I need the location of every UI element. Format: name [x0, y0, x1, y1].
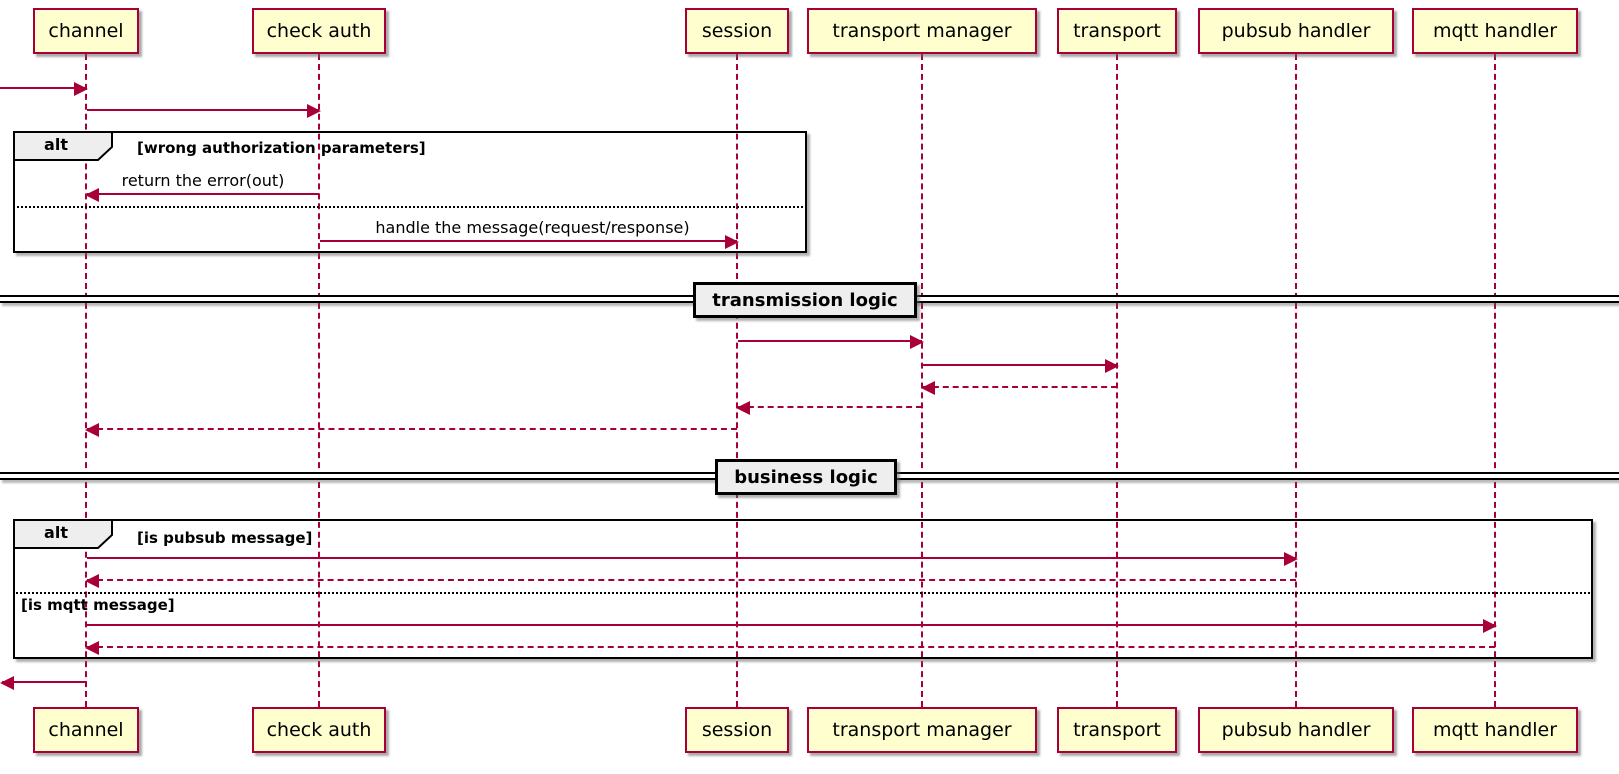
participant-top-transport-manager: transport manager: [807, 8, 1037, 54]
lifeline-session: [736, 54, 738, 707]
participant-top-channel: channel: [33, 8, 139, 54]
alt-condition-is-pubsub: [is pubsub message]: [137, 529, 313, 547]
message-arrow-transport-manager-return: [736, 401, 922, 415]
message-arrow-channel-to-pubsub-handler: [87, 552, 1298, 566]
alt-keyword: alt: [44, 523, 68, 542]
alt-frame-authorization: alt [wrong authorization parameters]: [13, 131, 807, 253]
message-arrow-channel-to-mqtt-handler: [87, 619, 1497, 633]
message-arrow-channel-to-external: [0, 676, 86, 690]
divider-business-logic: business logic: [715, 459, 897, 495]
message-arrow-transport-manager-to-transport: [923, 359, 1119, 373]
participant-bottom-channel: channel: [33, 707, 139, 753]
participant-top-mqtt-handler: mqtt handler: [1412, 8, 1578, 54]
lifeline-transport: [1116, 54, 1118, 707]
message-arrow-session-return: [85, 423, 737, 437]
pentagon-shape-icon: [13, 519, 113, 549]
participant-top-transport: transport: [1057, 8, 1177, 54]
message-label-return-error: return the error(out): [121, 171, 285, 190]
alt-frame-2-pentagon: alt: [13, 519, 113, 549]
participant-top-session: session: [685, 8, 789, 54]
message-arrow-check-auth-to-session: [320, 235, 739, 249]
lifeline-channel: [85, 54, 87, 707]
alt-else-separator: [13, 592, 1593, 594]
participant-bottom-mqtt-handler: mqtt handler: [1412, 707, 1578, 753]
message-arrow-channel-to-check-auth: [87, 104, 321, 118]
message-label-handle-message: handle the message(request/response): [375, 218, 690, 237]
participant-bottom-transport-manager: transport manager: [807, 707, 1037, 753]
pentagon-shape-icon: [13, 131, 113, 161]
participant-bottom-pubsub-handler: pubsub handler: [1198, 707, 1394, 753]
message-arrow-external-to-channel: [0, 82, 88, 96]
alt-condition-wrong-auth: [wrong authorization parameters]: [137, 139, 426, 157]
message-arrow-pubsub-handler-return: [85, 574, 1296, 588]
participant-bottom-transport: transport: [1057, 707, 1177, 753]
alt-condition-is-mqtt: [is mqtt message]: [21, 596, 175, 614]
divider-transmission-logic: transmission logic: [693, 282, 917, 318]
participant-bottom-session: session: [685, 707, 789, 753]
lifeline-mqtt-handler: [1494, 54, 1496, 707]
message-arrow-check-auth-to-channel: [85, 188, 319, 202]
alt-frame-message-type: alt [is pubsub message] [is mqtt message…: [13, 519, 1593, 659]
message-arrow-mqtt-handler-return: [85, 641, 1495, 655]
participant-top-pubsub-handler: pubsub handler: [1198, 8, 1394, 54]
lifeline-pubsub-handler: [1295, 54, 1297, 707]
participant-bottom-check-auth: check auth: [252, 707, 386, 753]
lifeline-transport-manager: [921, 54, 923, 707]
alt-else-separator: [13, 206, 807, 208]
alt-keyword: alt: [44, 135, 68, 154]
alt-frame-1-pentagon: alt: [13, 131, 113, 161]
participant-top-check-auth: check auth: [252, 8, 386, 54]
lifeline-check-auth: [318, 54, 320, 707]
message-arrow-transport-return: [921, 381, 1117, 395]
message-arrow-session-to-transport-manager: [738, 335, 924, 349]
